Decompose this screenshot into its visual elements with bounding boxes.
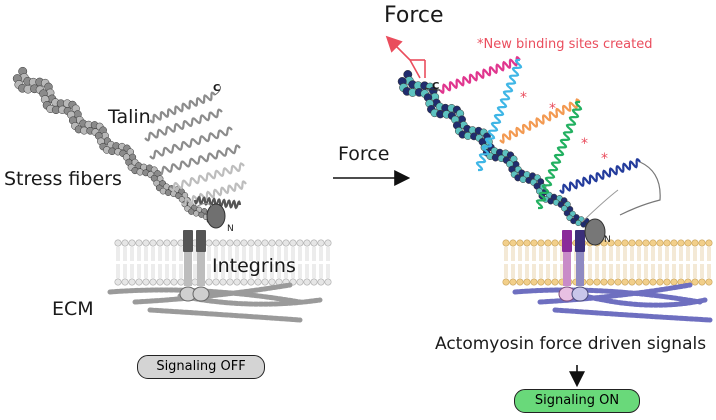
binding-site-asterisk: * (581, 136, 588, 152)
right-integrins (558, 230, 589, 302)
stress-fibers-label: Stress fibers (4, 168, 122, 190)
right-force-label: Force (384, 3, 444, 28)
status-badge-on: Signaling ON (514, 389, 640, 413)
left-integrins (179, 230, 210, 302)
right-ecm-fibers (512, 282, 713, 323)
left-talin-folded (144, 85, 247, 210)
right-talin-head (581, 189, 619, 246)
right-membrane (502, 239, 713, 286)
right-talin-c-terminus: C (432, 81, 440, 92)
left-talin-n-terminus: N (227, 224, 234, 234)
binding-site-asterisk: * (601, 151, 608, 167)
force-arrow-right (385, 35, 426, 79)
right-stress-fiber (397, 70, 598, 234)
right-talin-n-terminus: N (604, 235, 611, 245)
left-stress-fiber (12, 66, 216, 224)
left-talin-c-terminus: C (213, 83, 221, 94)
integrins-label: Integrins (212, 255, 296, 277)
talin-label: Talin (108, 106, 151, 128)
right-talin-extended: * * * * (424, 55, 661, 216)
binding-site-asterisk: * (520, 90, 527, 106)
left-talin-head (194, 202, 226, 229)
actomyosin-signals-label: Actomyosin force driven signals (435, 334, 707, 354)
ecm-label: ECM (52, 298, 94, 320)
left-ecm-fibers (107, 282, 323, 323)
binding-site-asterisk: * (549, 101, 556, 117)
new-sites-marker: * (477, 37, 484, 52)
new-binding-sites-label: *New binding sites created (477, 37, 653, 52)
middle-force-label: Force (338, 143, 390, 165)
status-badge-off: Signaling OFF (137, 355, 265, 379)
